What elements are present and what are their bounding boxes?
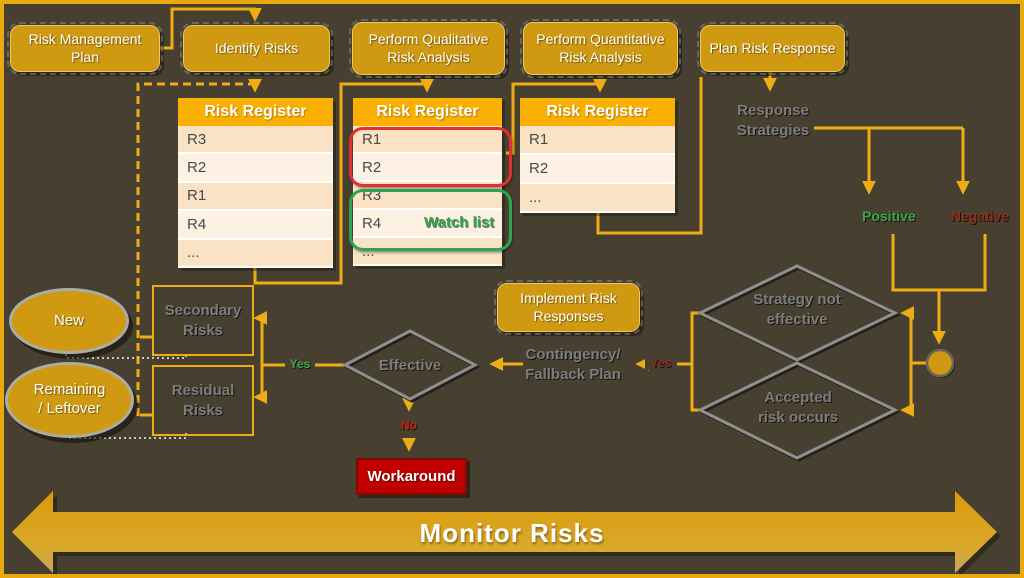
monitor-risks-label: Monitor Risks xyxy=(419,518,605,548)
junction-circle xyxy=(925,348,955,378)
positive-label: Positive xyxy=(862,208,916,224)
register2-row: R4 xyxy=(353,210,502,238)
watch-list-outline xyxy=(349,189,512,251)
register1-row: R1 xyxy=(178,182,333,212)
risk-register-3: Risk Register R1 R2 ... xyxy=(520,98,675,213)
box-perform-quantitative: Perform Quantitative Risk Analysis xyxy=(520,19,681,78)
high-priority-risks-outline xyxy=(349,127,512,187)
box-plan-risk-response-label: Plan Risk Response xyxy=(709,39,836,56)
box-implement-risk-responses: Implement Risk Responses xyxy=(494,280,643,335)
yes-strategy-label: Yes xyxy=(645,356,677,370)
accepted-risk-diamond xyxy=(696,361,899,460)
register3-row: ... xyxy=(520,184,675,213)
register1-row: R3 xyxy=(178,126,333,155)
risk-register-2-header: Risk Register xyxy=(353,98,502,126)
box-perform-qualitative-label: Perform Qualitative Risk Analysis xyxy=(368,31,489,65)
box-identify-risks: Identify Risks xyxy=(180,22,333,75)
box-implement-label: Implement Risk Responses xyxy=(520,290,617,324)
risk-register-1: Risk Register R3 R2 R1 R4 ... xyxy=(178,98,333,268)
residual-risks-label: Residual Risks xyxy=(171,382,235,419)
edge-feedback-to-register1 xyxy=(136,78,262,416)
register2-row: R1 xyxy=(353,126,502,154)
decision-diamonds xyxy=(341,264,901,462)
register1-row: R4 xyxy=(178,211,333,240)
box-risk-management-plan: Risk Management Plan xyxy=(7,22,163,75)
dotted-remaining-to-residual xyxy=(65,431,187,439)
effective-label: Effective xyxy=(378,357,442,374)
watch-list-label: Watch list xyxy=(424,214,495,231)
register3-row: R1 xyxy=(520,126,675,155)
edge-positive-negative-merge xyxy=(891,234,987,292)
workaround-label: Workaround xyxy=(367,468,456,485)
secondary-risks-label: Secondary Risks xyxy=(164,302,242,339)
remaining-leftover-ellipse: Remaining / Leftover xyxy=(5,362,134,438)
register3-row: R2 xyxy=(520,155,675,184)
box-perform-qualitative: Perform Qualitative Risk Analysis xyxy=(349,19,508,78)
box-risk-management-plan-label: Risk Management Plan xyxy=(28,31,142,65)
yes-effective-label: Yes xyxy=(285,357,315,371)
new-ellipse: New xyxy=(9,288,129,354)
risk-register-3-header: Risk Register xyxy=(520,98,675,126)
contingency-fallback-label: Contingency/ Fallback Plan xyxy=(525,346,621,383)
monitor-risks-arrow xyxy=(12,491,1001,577)
register2-row: R2 xyxy=(353,154,502,182)
accepted-risk-occurs-label: Accepted risk occurs xyxy=(757,389,839,426)
register1-row: ... xyxy=(178,239,333,268)
edge-register1-to-register2 xyxy=(253,78,434,285)
register2-row: ... xyxy=(353,238,502,266)
strategy-not-effective-diamond xyxy=(696,264,899,362)
risk-register-2: Risk Register R1 R2 R3 R4 ... xyxy=(353,98,502,266)
box-plan-risk-response: Plan Risk Response xyxy=(697,22,848,75)
new-label: New xyxy=(53,311,84,329)
secondary-risks-box: Secondary Risks xyxy=(152,285,254,356)
remaining-leftover-label: Remaining / Leftover xyxy=(33,381,106,417)
response-strategies-label: Response Strategies xyxy=(736,102,810,139)
register1-row: R2 xyxy=(178,154,333,183)
edge-register3-to-plan xyxy=(596,77,703,235)
no-label: No xyxy=(401,418,417,432)
residual-risks-box: Residual Risks xyxy=(152,365,254,436)
risk-register-1-header: Risk Register xyxy=(178,98,333,126)
edge-rmp-to-identify xyxy=(160,7,262,50)
strategy-not-effective-label: Strategy not effective xyxy=(753,291,841,328)
edge-diamonds-bracket xyxy=(690,311,700,412)
negative-label: Negative xyxy=(950,208,1010,224)
box-perform-quantitative-label: Perform Quantitative Risk Analysis xyxy=(536,31,665,65)
effective-diamond xyxy=(341,329,479,401)
box-identify-risks-label: Identify Risks xyxy=(214,39,299,56)
workaround-box: Workaround xyxy=(356,458,467,495)
